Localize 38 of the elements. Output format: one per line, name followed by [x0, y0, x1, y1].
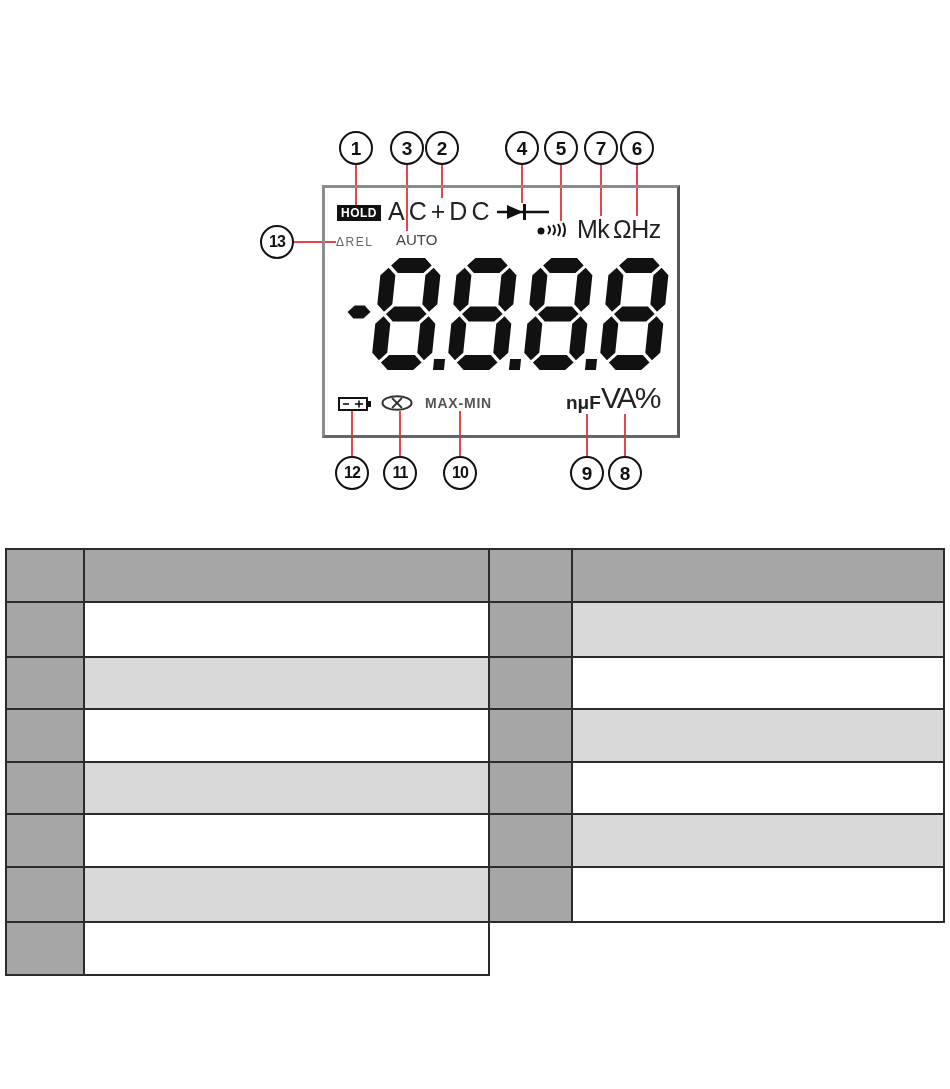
lcd-screen: [322, 185, 680, 438]
callout-number: 1: [339, 131, 373, 165]
battery-icon: [338, 397, 371, 411]
leader-line: [459, 410, 461, 457]
callout-number: 10: [443, 456, 477, 490]
leader-line: [293, 241, 337, 243]
unit-symbol: nμF: [566, 392, 601, 414]
leader-line: [586, 413, 588, 457]
callout-number: 7: [584, 131, 618, 165]
leader-line: [399, 410, 401, 457]
rel-indicator: ΔREL: [336, 235, 374, 249]
hold-indicator: HOLD: [337, 205, 381, 221]
callout-number: 13: [260, 225, 294, 259]
leader-line: [600, 164, 602, 217]
crossed-oval-icon: [381, 395, 413, 411]
sound-wave-icon: [537, 221, 569, 237]
callout-number: 5: [544, 131, 578, 165]
unit-symbol: ΩHz: [613, 216, 662, 243]
leader-line: [636, 164, 638, 217]
callout-number: 8: [608, 456, 642, 490]
diode-icon: [497, 203, 549, 221]
leader-line: [355, 164, 357, 206]
callout-number: 12: [335, 456, 369, 490]
leader-line: [441, 164, 443, 199]
leader-line: [624, 413, 626, 457]
leader-line: [521, 164, 523, 204]
callout-number: 3: [390, 131, 424, 165]
unit-symbol: VA%: [601, 382, 662, 414]
callout-number: 2: [425, 131, 459, 165]
max-min-indicator: MAX-MIN: [425, 395, 493, 411]
callout-number: 11: [383, 456, 417, 490]
unit-symbol: Mk: [577, 216, 611, 243]
callout-number: 6: [620, 131, 654, 165]
callout-number: 9: [570, 456, 604, 490]
leader-line: [560, 164, 562, 222]
callout-number: 4: [505, 131, 539, 165]
auto-indicator: AUTO: [396, 231, 438, 248]
leader-line: [351, 410, 353, 457]
